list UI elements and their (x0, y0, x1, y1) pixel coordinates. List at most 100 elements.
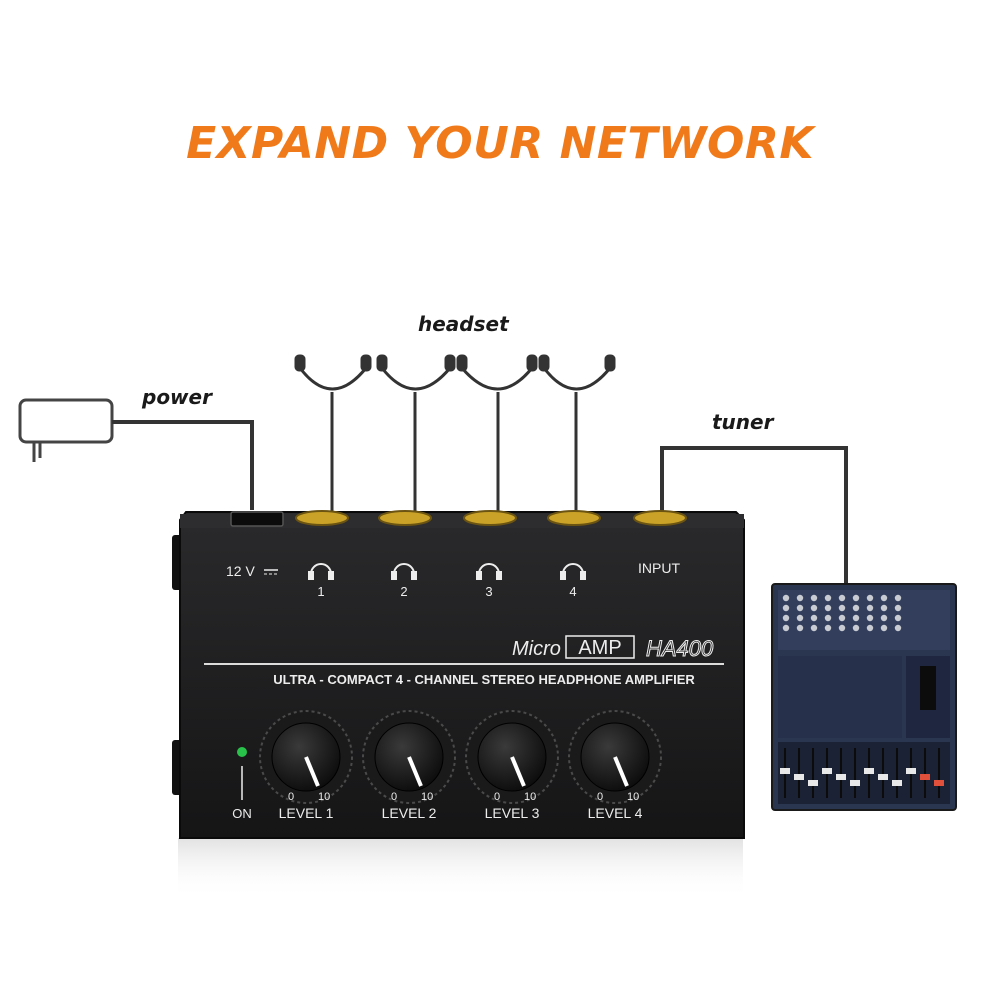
mixer-knob (782, 594, 790, 602)
mixer-fader (906, 768, 916, 774)
power-adapter-icon (18, 398, 114, 462)
input-jack[interactable] (633, 510, 687, 526)
power-cable (112, 420, 254, 510)
mixer-fader (864, 768, 874, 774)
mixer-knob (866, 594, 874, 602)
mixer-knob (782, 624, 790, 632)
mixer-knob (866, 614, 874, 622)
brand-amp-box (565, 635, 635, 659)
mixer-fader-track (882, 748, 884, 798)
knob1-label: LEVEL 1 (279, 805, 334, 821)
mixer-knob (852, 614, 860, 622)
mixer-knob (796, 604, 804, 612)
mixer-knob (880, 604, 888, 612)
mixer-knob (810, 624, 818, 632)
headset-label: headset (418, 312, 509, 336)
knob2-min: 0 (391, 791, 397, 803)
output-number-1: 1 (317, 584, 324, 599)
headphone-amplifier: 12 V INPUT 1 2 3 4 Micro AMP HA400 ULTRA… (172, 510, 745, 839)
level-knob-2[interactable] (362, 710, 456, 804)
output-number-4: 4 (569, 584, 576, 599)
mixer-knob (796, 594, 804, 602)
mixer-fader (934, 780, 944, 786)
mixer-fader (836, 774, 846, 780)
headline: EXPAND YOUR NETWORK (186, 118, 814, 169)
knob1-min: 0 (288, 791, 294, 803)
mixer-fader-track (896, 748, 898, 798)
mixer-knob (810, 594, 818, 602)
mixer-fader (892, 780, 902, 786)
level-knob-1[interactable] (259, 710, 353, 804)
mixer-knob (866, 624, 874, 632)
headphone-jack-1[interactable] (295, 510, 349, 526)
mixer-fader-track (798, 748, 800, 798)
mixer-fader (780, 768, 790, 774)
model-name: HA400 (646, 636, 714, 661)
knob2-label: LEVEL 2 (382, 805, 437, 821)
output-number-2: 2 (400, 584, 407, 599)
knob2-max: 10 (421, 791, 433, 803)
mixer-fader (920, 774, 930, 780)
input-label: INPUT (638, 560, 680, 576)
headphone-jack-2[interactable] (378, 510, 432, 526)
knob4-label: LEVEL 4 (588, 805, 643, 821)
earphone-icon (294, 354, 616, 515)
mixer-knob (852, 594, 860, 602)
headphone-icon (308, 563, 586, 580)
mixer-fader (794, 774, 804, 780)
power-label-text: 12 V (226, 563, 255, 579)
knob4-min: 0 (597, 791, 603, 803)
knob3-min: 0 (494, 791, 500, 803)
mixer-knob (782, 604, 790, 612)
mixer-fader-track (840, 748, 842, 798)
mixer-fader-track (938, 748, 940, 798)
mixer-knob (894, 594, 902, 602)
mixer-knob (880, 624, 888, 632)
mixer-knob (894, 624, 902, 632)
headphone-jack-3[interactable] (463, 510, 517, 526)
brand-micro: Micro (512, 638, 561, 660)
mixer-knob (894, 614, 902, 622)
mixer-knob (782, 614, 790, 622)
level-knob-3[interactable] (465, 710, 559, 804)
mixer-knob (852, 624, 860, 632)
headphone-jack-4[interactable] (547, 510, 601, 526)
power-label: power (142, 385, 212, 409)
knob4-max: 10 (627, 791, 639, 803)
power-led (237, 747, 247, 757)
on-label: ON (232, 806, 252, 821)
mixer-knob (824, 614, 832, 622)
mixer-fader-track (812, 748, 814, 798)
level-knob-4[interactable] (568, 710, 662, 804)
mixer-knob (838, 614, 846, 622)
mixer-fader (878, 774, 888, 780)
mixer-knob (838, 624, 846, 632)
power-jack[interactable] (230, 511, 284, 527)
mixer-fader (808, 780, 818, 786)
mixer-knob (838, 604, 846, 612)
output-number-3: 3 (485, 584, 492, 599)
mixer-knob (796, 614, 804, 622)
knob3-max: 10 (524, 791, 536, 803)
mixer-knob (852, 604, 860, 612)
mixer-knob (880, 594, 888, 602)
device-subtitle: ULTRA - COMPACT 4 - CHANNEL STEREO HEADP… (273, 672, 695, 687)
mixer-fader-track (924, 748, 926, 798)
mixer-knob (838, 594, 846, 602)
jack-row (295, 510, 687, 526)
mixer-knob (824, 594, 832, 602)
mixer-fader (850, 780, 860, 786)
audio-mixer-icon (771, 583, 957, 811)
mixer-knob (880, 614, 888, 622)
mixer-fader-track (854, 748, 856, 798)
mixer-knob (866, 604, 874, 612)
mixer-knob (824, 604, 832, 612)
knob1-max: 10 (318, 791, 330, 803)
mixer-knob (796, 624, 804, 632)
mixer-knob (810, 614, 818, 622)
knob3-label: LEVEL 3 (485, 805, 540, 821)
tuner-cable (660, 446, 848, 588)
brand-amp: AMP (578, 637, 621, 659)
mixer-knob (824, 624, 832, 632)
